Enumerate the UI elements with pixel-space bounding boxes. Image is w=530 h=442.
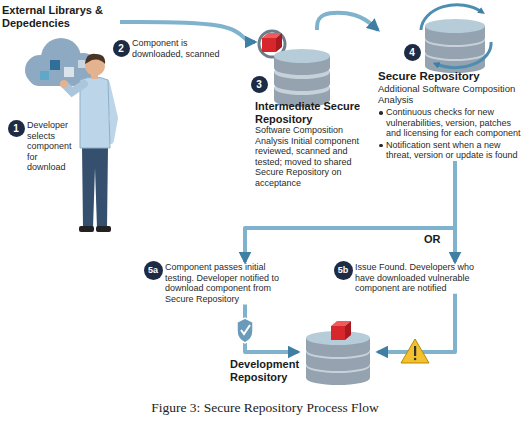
or-label: OR bbox=[424, 233, 450, 245]
flow-arrow bbox=[378, 294, 455, 352]
callout-number: 3 bbox=[251, 76, 268, 93]
bullet-dot bbox=[379, 144, 383, 148]
node-heading: Intermediate Secure Repository bbox=[255, 100, 375, 125]
edge-label: Component is downloaded, scanned bbox=[132, 38, 227, 59]
node-text: Notification sent when a new threat, ver… bbox=[378, 140, 528, 161]
callout-number: 5a bbox=[144, 261, 163, 280]
callout-number: 2 bbox=[113, 40, 130, 57]
callout-number: 4 bbox=[404, 44, 421, 61]
step-note: Issue Found. Developers who have downloa… bbox=[355, 262, 485, 294]
intermediate-database-icon bbox=[259, 31, 330, 107]
node-heading: Secure Repository bbox=[378, 70, 528, 83]
callout-number: 1 bbox=[8, 120, 25, 137]
library-cloud: External Librarys & Depedencies bbox=[2, 4, 120, 88]
secure-database-icon bbox=[421, 5, 491, 73]
node-heading: External Librarys & Depedencies bbox=[2, 4, 120, 29]
repository-node: Intermediate Secure RepositorySoftware C… bbox=[255, 30, 375, 189]
step-note: Developer selects component for download bbox=[27, 120, 77, 173]
node-heading: Component passes initial testing. Develo… bbox=[165, 262, 295, 304]
warning-symbol bbox=[401, 339, 429, 363]
figure-caption: Figure 3: Secure Repository Process Flow bbox=[0, 400, 530, 416]
flow-arrow bbox=[317, 13, 378, 30]
bullet-dot bbox=[379, 111, 383, 115]
repository-node: Development Repository bbox=[298, 318, 378, 388]
flow-arrow bbox=[245, 304, 298, 352]
callout-number: 5b bbox=[334, 261, 353, 280]
repository-node: Secure RepositoryAdditional Software Com… bbox=[378, 8, 528, 161]
flow-arrow bbox=[453, 161, 457, 262]
node-text: Additional Software Composition Analysis bbox=[378, 83, 528, 105]
node-text: Continuous checks for new vulnerabilitie… bbox=[378, 107, 528, 139]
shield-symbol bbox=[237, 318, 253, 343]
node-text: Software Composition Analysis Initial co… bbox=[255, 125, 375, 189]
node-heading: Issue Found. Developers who have downloa… bbox=[355, 262, 485, 294]
development-database-icon bbox=[306, 321, 370, 385]
node-heading: Development Repository bbox=[230, 358, 296, 383]
step-note: Component passes initial testing. Develo… bbox=[165, 262, 295, 304]
